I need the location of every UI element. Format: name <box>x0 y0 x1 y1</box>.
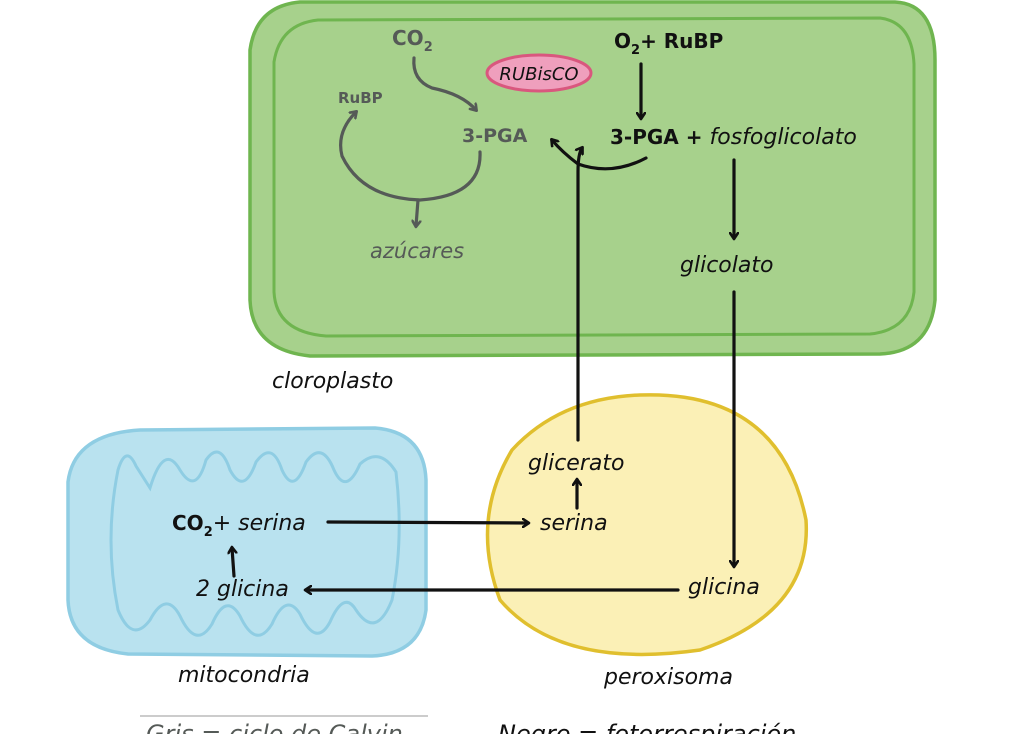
glycerate: glicerato <box>528 451 624 476</box>
mitochondria-outer-membrane <box>66 426 428 658</box>
mitochondria-contents: CO2+ serina 2 glicina <box>172 511 306 602</box>
serine-mito-to-peroxisome-arrow <box>326 522 528 523</box>
cycle-to-sugars-arrow <box>416 198 418 226</box>
peroxisome-contents: glicerato serina glicina <box>528 451 760 600</box>
calvin-3pga: 3-PGA <box>462 125 528 147</box>
co2-serine-mito: CO2+ serina <box>172 511 306 540</box>
chloroplast-label: cloroplasto <box>272 369 393 394</box>
calvin-co2: CO2 <box>392 26 433 55</box>
mitochondria-cristae <box>109 450 401 637</box>
o2-rubp: O2+ RuBP <box>614 29 723 58</box>
rubisco-ellipse <box>485 53 593 93</box>
glycine-to-serine-arrow <box>232 548 234 578</box>
mitochondria <box>66 426 428 658</box>
calvin-sugars: azúcares <box>370 239 464 263</box>
chloroplast-outer-membrane <box>248 0 937 358</box>
chloroplast-inner-membrane <box>272 16 916 338</box>
glycine-peroxisome: glicina <box>688 575 760 600</box>
calvin-rubp: RuBP <box>338 89 383 107</box>
serine-peroxisome: serina <box>540 511 608 536</box>
co2-to-3pga-arrow <box>412 56 476 110</box>
mitochondria-label: mitocondria <box>178 663 310 688</box>
legend-black: Negro = fotorrespiración <box>498 720 796 734</box>
chloroplast <box>248 0 937 358</box>
peroxisome <box>485 393 809 657</box>
glycerate-to-chloroplast-arrow <box>578 148 582 442</box>
legend-gray: Gris = ciclo de Calvin <box>146 720 403 734</box>
two-glycine-mito: 2 glicina <box>196 577 289 602</box>
glycolate: glicolato <box>680 253 773 278</box>
legend: Gris = ciclo de Calvin Negro = fotorresp… <box>140 715 796 734</box>
photorespiration-chloroplast: O2+ RuBP 3-PGA + fosfoglicolato glicolat… <box>552 29 857 278</box>
calvin-cycle: CO2 RuBP 3-PGA azúcares <box>338 26 528 263</box>
3pga-to-sugars-arrow <box>339 112 482 202</box>
rubisco-badge: RUBisCO <box>485 53 593 93</box>
rubisco-label: RUBisCO <box>499 64 578 85</box>
photo-3pga: 3-PGA + fosfoglicolato <box>610 125 857 150</box>
peroxisome-label: peroxisoma <box>603 665 733 690</box>
